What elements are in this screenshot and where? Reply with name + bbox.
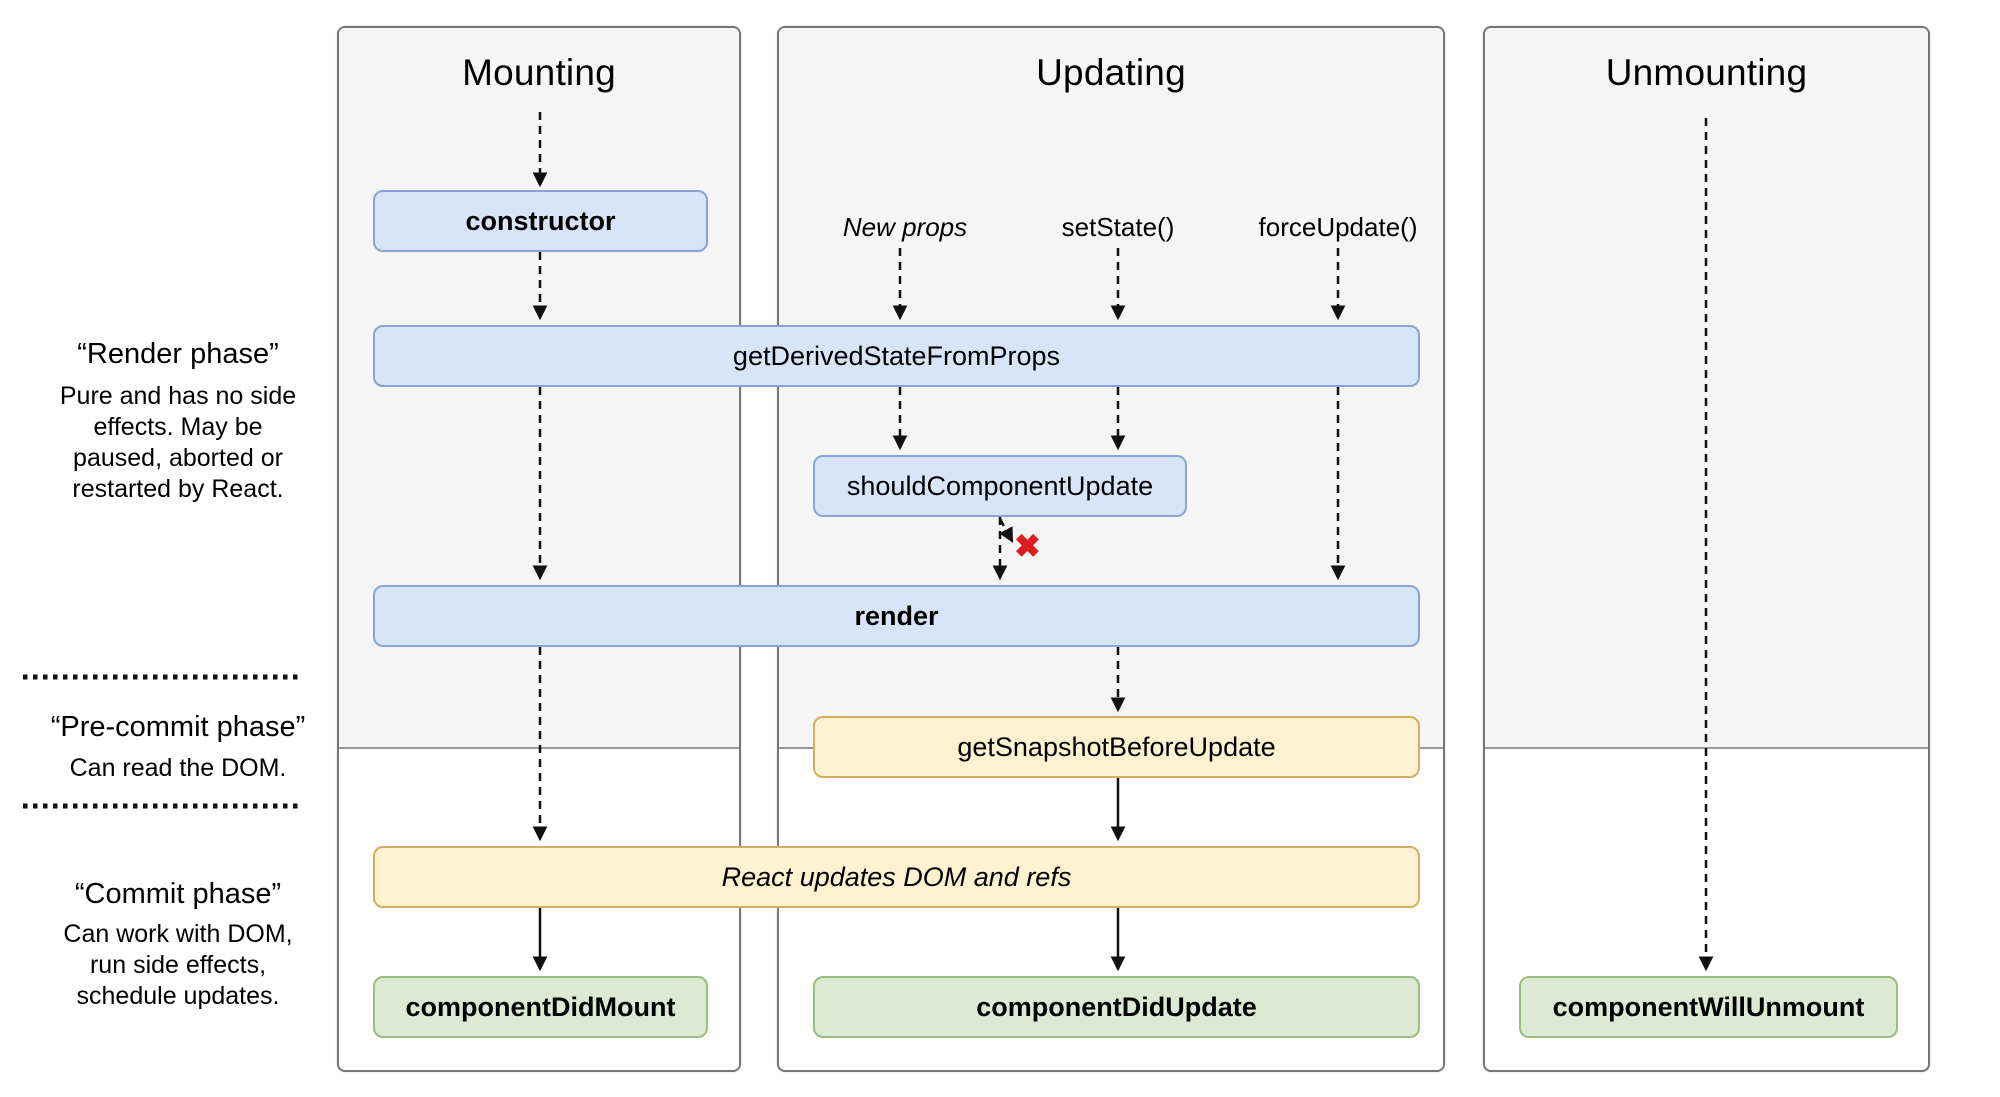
column-title-unmounting: Unmounting	[1605, 52, 1808, 93]
box-shouldcomponentupdate[interactable]: shouldComponentUpdate	[813, 455, 1187, 517]
box-componentdidmount[interactable]: componentDidMount	[373, 976, 708, 1038]
no-rerender-x-icon: ✖	[1014, 528, 1041, 564]
phase-title-commit: “Commit phase”	[74, 878, 282, 910]
phase-title-pre-commit: “Pre-commit phase”	[50, 711, 306, 743]
box-render[interactable]: render	[373, 585, 1420, 647]
column-title-mounting: Mounting	[462, 52, 616, 93]
box-getderivedstatefromprops[interactable]: getDerivedStateFromProps	[373, 325, 1420, 387]
panel-unmounting	[1483, 26, 1930, 1072]
column-title-updating: Updating	[1036, 52, 1186, 93]
panel-mounting	[337, 26, 741, 1072]
trigger-new-props: New props	[842, 212, 968, 242]
box-constructor[interactable]: constructor	[373, 190, 708, 252]
box-react-updates-dom-and-refs: React updates DOM and refs	[373, 846, 1420, 908]
phase-desc-pre-commit: Can read the DOM.	[69, 754, 287, 782]
phase-desc-commit: Can work with DOM, run side effects, sch…	[63, 920, 293, 1010]
phase-desc-render: Pure and has no side effects. May be pau…	[59, 382, 297, 503]
box-getsnapshotbeforeupdate[interactable]: getSnapshotBeforeUpdate	[813, 716, 1420, 778]
phase-title-render: “Render phase”	[77, 338, 279, 370]
panel-updating	[777, 26, 1445, 1072]
trigger-forceupdate: forceUpdate()	[1258, 212, 1418, 242]
render-phase-region-unmounting	[1485, 28, 1928, 749]
box-componentdidupdate[interactable]: componentDidUpdate	[813, 976, 1420, 1038]
trigger-setstate: setState()	[1061, 212, 1175, 242]
box-componentwillunmount[interactable]: componentWillUnmount	[1519, 976, 1898, 1038]
